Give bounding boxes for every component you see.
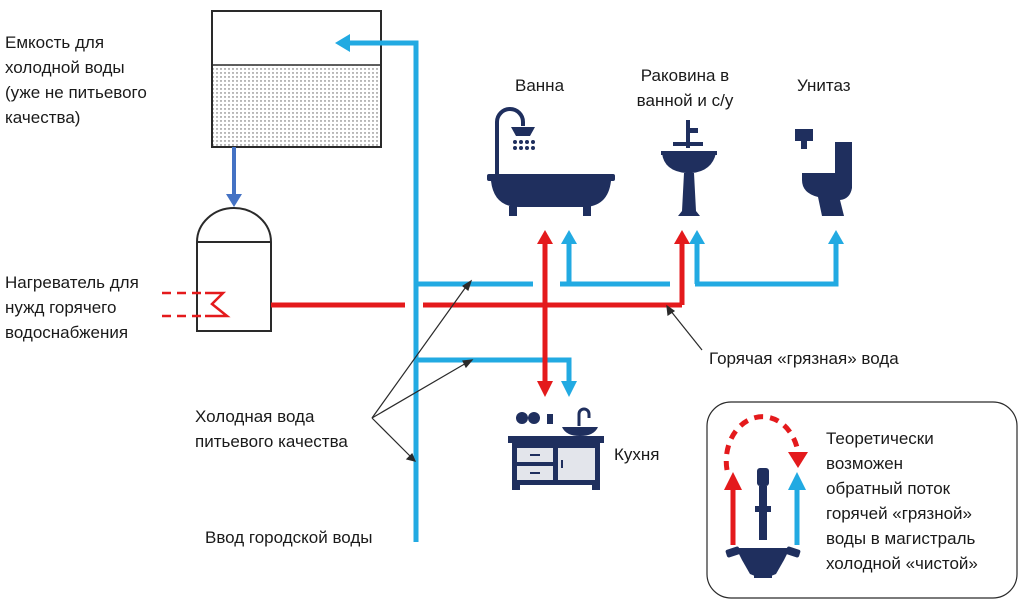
toilet-icon	[795, 129, 852, 216]
backflow-arrow	[723, 414, 808, 545]
toilet-label: Унитаз	[797, 76, 851, 95]
hot-water-arrowheads	[537, 230, 690, 397]
backflow-note: Теоретически возможен обратный поток гор…	[826, 429, 978, 573]
kitchen-label: Кухня	[614, 445, 660, 464]
water-heater	[196, 207, 272, 332]
bath-label: Ванна	[515, 76, 565, 95]
shower-bath-icon	[487, 107, 615, 216]
cold-water-tank	[211, 10, 382, 148]
kitchen-cabinet-icon	[508, 407, 604, 490]
heater-label: Нагреватель для нужд горячего водоснабже…	[5, 273, 139, 342]
tank-feed-arrow	[226, 147, 242, 207]
callout-pointers	[371, 279, 703, 462]
basin-tap-icon	[661, 120, 717, 216]
hot-dirty-label: Горячая «грязная» вода	[709, 349, 899, 368]
city-input-label: Ввод городской воды	[205, 528, 373, 547]
heater-coil	[162, 291, 231, 318]
hot-water-pipes	[271, 242, 685, 383]
mixer-tap-icon	[725, 468, 801, 578]
cold-potable-label: Холодная вода питьевого качества	[195, 407, 348, 451]
cold-water-arrowheads	[335, 34, 844, 397]
sink-label: Раковина в ванной и с/у	[636, 66, 734, 110]
tank-label: Емкость для холодной воды (уже не питьев…	[5, 33, 147, 127]
